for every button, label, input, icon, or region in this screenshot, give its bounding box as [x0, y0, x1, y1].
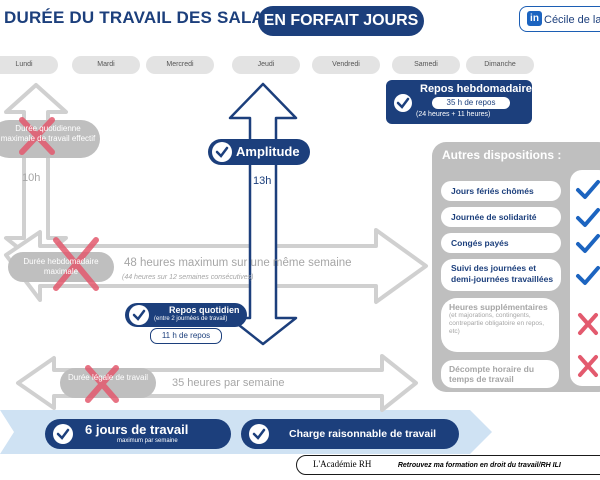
autres-title: Autres dispositions : — [442, 148, 562, 162]
cross-icon — [53, 237, 99, 291]
duree-hebdo-arrow — [4, 228, 428, 304]
cross-icon — [578, 313, 598, 335]
check-icon — [212, 142, 232, 162]
item-heures-sup: Heures supplémentaires (et majorations, … — [441, 298, 559, 352]
footer-text: Retrouvez ma formation en droit du trava… — [397, 462, 561, 469]
amplitude-pill: Amplitude — [208, 139, 310, 165]
linkedin-icon: in — [527, 11, 542, 26]
day-pill: Mardi — [72, 56, 140, 74]
title-pill: EN FORFAIT JOURS — [258, 6, 424, 36]
duree-legale-label: Durée légale de travail — [67, 373, 149, 382]
item-suivi-journees: Suivi des journées et demi-journées trav… — [441, 259, 561, 291]
repos-quotidien-card: Repos quotidien (entre 2 journées de tra… — [125, 303, 247, 327]
item-decompte: Décompte horaire du temps de travail — [441, 360, 559, 388]
duree-quotidienne-value: 10h — [22, 172, 41, 184]
six-jours-label: 6 jours de travail — [85, 422, 189, 437]
author-name: Cécile de la — [544, 14, 600, 26]
repos-quotidien-sub: (entre 2 journées de travail) — [154, 316, 228, 322]
duree-hebdo-label: Durée hebdomadaire maximale — [23, 257, 99, 276]
day-pill: Vendredi — [312, 56, 380, 74]
repos-hebdo-value: 35 h de repos — [432, 97, 510, 109]
duree-hebdo-sub: (44 heures sur 12 semaines consécutives) — [122, 274, 254, 281]
check-icon — [249, 424, 269, 444]
item-journee-solidarite: Journée de solidarité — [441, 207, 561, 227]
cross-icon — [19, 117, 55, 155]
duree-legale-arrow — [16, 354, 418, 412]
check-icon — [576, 266, 600, 285]
heures-sup-title: Heures supplémentaires — [449, 302, 548, 312]
check-icon — [394, 94, 412, 112]
cross-icon — [578, 355, 598, 377]
linkedin-badge[interactable]: Cécile de la — [519, 6, 600, 32]
charge-pill: Charge raisonnable de travail — [241, 419, 459, 449]
footer-banner[interactable]: L'Académie RH Retrouvez ma formation en … — [296, 455, 600, 475]
check-icon — [53, 424, 73, 444]
amplitude-arrow — [228, 82, 298, 346]
six-jours-pill: 6 jours de travail maximum par semaine — [45, 419, 231, 449]
repos-hebdo-card: Repos hebdomadaire 35 h de repos (24 heu… — [386, 80, 532, 124]
item-conges-payes: Congés payés — [441, 233, 561, 253]
day-pill: Dimanche — [466, 56, 534, 74]
footer-brand: L'Académie RH — [313, 459, 372, 469]
repos-quotidien-value: 11 h de repos — [150, 328, 222, 344]
day-pill: Mercredi — [146, 56, 214, 74]
duree-legale-text: 35 heures par semaine — [172, 377, 285, 389]
day-pill: Samedi — [392, 56, 460, 74]
duree-hebdo-text: 48 heures maximum sur une même semaine — [124, 257, 352, 269]
repos-hebdo-detail: (24 heures + 11 heures) — [416, 111, 491, 118]
repos-hebdo-title: Repos hebdomadaire — [420, 83, 532, 95]
day-pill: Lundi — [0, 56, 58, 74]
check-icon — [129, 305, 149, 325]
repos-quotidien-title: Repos quotidien — [169, 305, 240, 315]
check-icon — [576, 180, 600, 199]
item-jours-feries: Jours fériés chômés — [441, 181, 561, 201]
check-icon — [576, 234, 600, 253]
check-column — [570, 170, 600, 386]
amplitude-label: Amplitude — [236, 144, 300, 159]
check-icon — [576, 208, 600, 227]
six-jours-sub: maximum par semaine — [117, 438, 178, 444]
duree-quotidienne-label: Durée quotidienne maximale de travail ef… — [0, 124, 96, 143]
page-title: DURÉE DU TRAVAIL DES SALARIÉS — [4, 8, 305, 27]
heures-sup-sub: (et majorations, contingents, contrepart… — [449, 312, 545, 335]
day-pill: Jeudi — [232, 56, 300, 74]
cross-icon — [85, 365, 119, 403]
duree-legale-capsule — [60, 368, 156, 398]
charge-label: Charge raisonnable de travail — [289, 428, 437, 440]
amplitude-value: 13h — [253, 175, 272, 187]
